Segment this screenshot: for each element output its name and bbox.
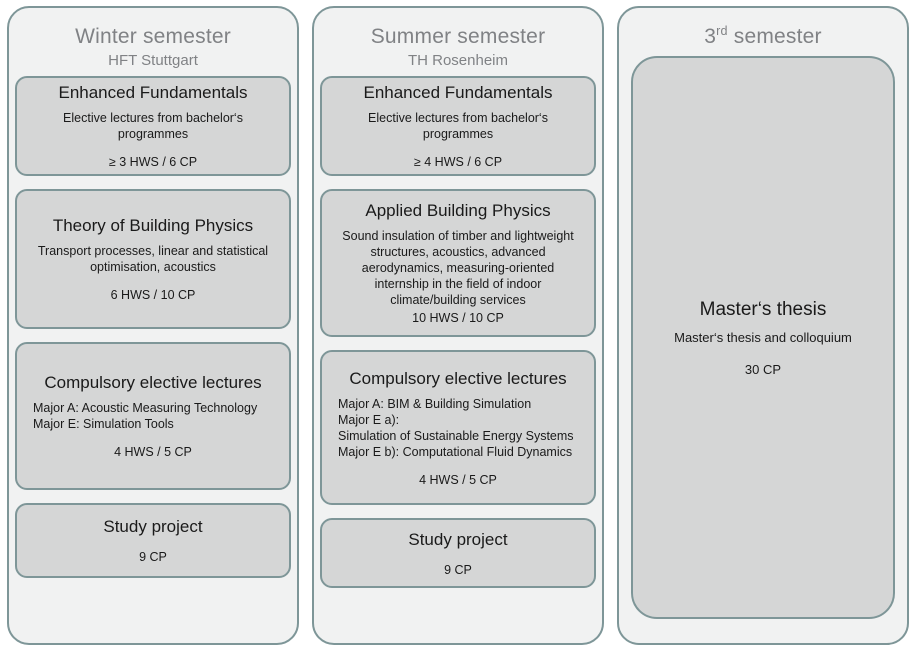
module-credits: 9 CP [139,550,167,564]
column-subtitle-summer: TH Rosenheim [407,52,509,69]
module-credits: 6 HWS / 10 CP [110,288,196,302]
column-title-third-prefix: 3 [704,25,717,48]
module-card[interactable]: Enhanced Fundamentals Elective lectures … [320,76,596,176]
module-card[interactable]: Master‘s thesis Master‘s thesis and coll… [631,56,895,619]
card-list-third: Master‘s thesis Master‘s thesis and coll… [619,56,907,643]
module-description: Major A: BIM & Building Simulation Major… [338,396,574,459]
module-description: Transport processes, linear and statisti… [37,244,269,274]
semester-column-third: 3rd semester Master‘s thesis Master‘s th… [617,6,909,645]
module-description: Sound insulation of timber and lightweig… [342,229,574,307]
module-credits: 30 CP [744,361,782,377]
module-title: Study project [103,517,203,536]
ordinal-suffix: rd [716,24,728,38]
module-card[interactable]: Applied Building Physics Sound insulatio… [320,189,596,337]
module-card[interactable]: Theory of Building Physics Transport pro… [15,189,291,329]
semester-column-summer: Summer semester TH Rosenheim Enhanced Fu… [312,6,604,645]
module-title: Master‘s thesis [699,298,827,320]
card-list-winter: Enhanced Fundamentals Elective lectures … [9,76,297,643]
card-list-summer: Enhanced Fundamentals Elective lectures … [314,76,602,643]
module-title: Compulsory elective lectures [44,373,262,392]
module-card[interactable]: Compulsory elective lectures Major A: BI… [320,350,596,505]
module-credits: 9 CP [444,562,472,577]
module-description: Elective lectures from bachelor‘s progra… [368,111,548,141]
column-title-third: 3rd semester [619,24,907,50]
column-subtitle-winter: HFT Stuttgart [108,52,198,69]
module-title: Compulsory elective lectures [349,368,567,388]
module-credits: 4 HWS / 5 CP [114,445,192,459]
module-card[interactable]: Enhanced Fundamentals Elective lectures … [15,76,291,176]
column-header-winter: Winter semester HFT Stuttgart [9,8,297,76]
module-card[interactable]: Study project 9 CP [15,503,291,578]
module-title: Enhanced Fundamentals [58,83,248,102]
module-title: Applied Building Physics [365,201,551,220]
column-title-winter: Winter semester [75,25,231,48]
module-description: Master‘s thesis and colloquium [674,329,852,345]
semester-column-winter: Winter semester HFT Stuttgart Enhanced F… [7,6,299,645]
column-title-summer: Summer semester [370,25,546,48]
column-header-summer: Summer semester TH Rosenheim [314,8,602,76]
module-title: Enhanced Fundamentals [363,83,553,102]
module-credits: ≥ 4 HWS / 6 CP [413,155,503,169]
column-header-third: 3rd semester [619,8,907,56]
module-card[interactable]: Compulsory elective lectures Major A: Ac… [15,342,291,490]
module-card[interactable]: Study project 9 CP [320,518,596,588]
module-credits: 4 HWS / 5 CP [419,472,497,487]
module-title: Theory of Building Physics [52,216,254,235]
module-credits: 10 HWS / 10 CP [412,311,504,325]
module-description: Elective lectures from bachelor‘s progra… [63,111,243,141]
module-title: Study project [408,529,508,549]
column-title-third-suffix: semester [727,25,822,48]
module-description: Major A: Acoustic Measuring Technology M… [33,401,258,431]
module-credits: ≥ 3 HWS / 6 CP [108,155,198,169]
